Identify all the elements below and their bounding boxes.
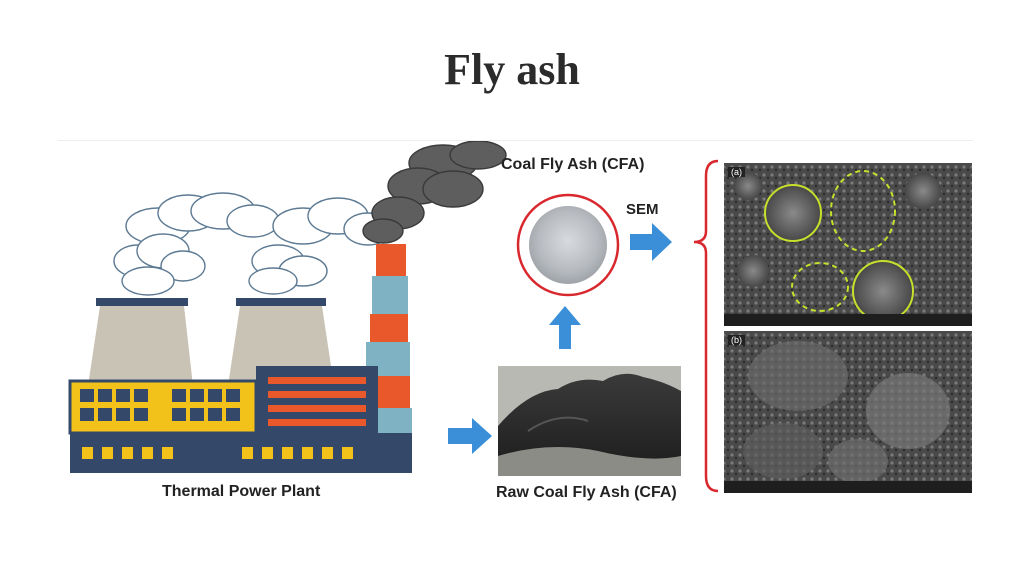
fly-ash-diagram: Coal Fly Ash (CFA) SEM Thermal Power Pla… <box>58 140 973 511</box>
coal-fly-ash-sample <box>516 193 620 297</box>
raw-fly-ash-photo <box>498 366 681 476</box>
raw-coal-fly-ash-label: Raw Coal Fly Ash (CFA) <box>496 484 677 501</box>
sem-panel-a-tag: (a) <box>728 167 745 177</box>
sem-image-b <box>724 331 972 493</box>
sem-label: SEM <box>626 201 659 218</box>
slide-title: Fly ash <box>444 45 580 94</box>
arrow-right-icon <box>630 223 672 261</box>
sem-bracket <box>693 159 719 493</box>
thermal-power-plant-label: Thermal Power Plant <box>162 483 321 500</box>
cooling-tower-left <box>88 298 193 386</box>
coal-fly-ash-label: Coal Fly Ash (CFA) <box>501 156 645 173</box>
sem-panel-b-tag: (b) <box>728 335 745 345</box>
diagram-artwork <box>68 141 972 493</box>
dark-smoke-cloud <box>362 141 507 244</box>
arrow-right-icon <box>448 418 492 454</box>
sem-image-a <box>724 163 972 326</box>
arrow-up-icon <box>549 306 581 349</box>
power-plant-building <box>68 366 412 473</box>
